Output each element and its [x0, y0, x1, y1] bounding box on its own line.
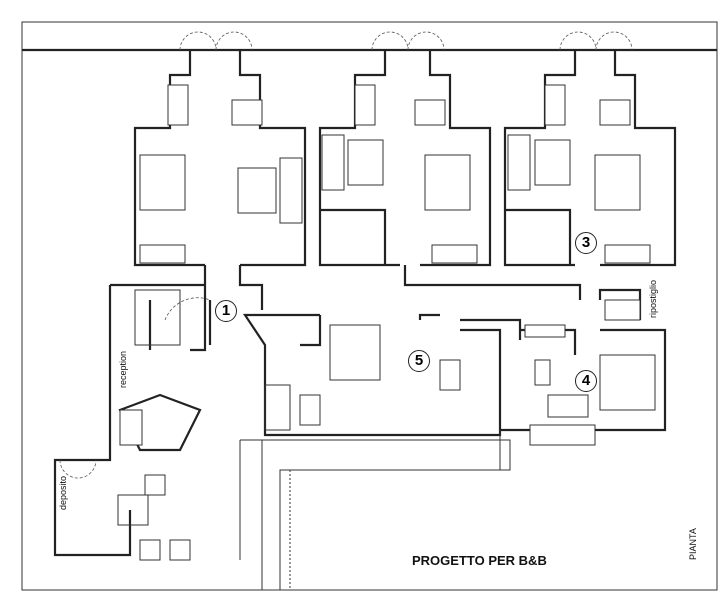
project-title: PROGETTO PER B&B — [412, 553, 547, 568]
sheet-border — [21, 21, 718, 591]
unit-3 — [503, 50, 677, 267]
reception-area — [53, 265, 212, 561]
bathroom — [264, 384, 291, 431]
label-ripostiglio: ripostiglio — [648, 279, 658, 318]
unit-number-5: 5 — [408, 350, 430, 372]
unit-4 — [460, 299, 667, 446]
sheet-label: PIANTA — [688, 528, 698, 560]
top-entrance-doors — [179, 31, 633, 51]
corridor-walls — [238, 265, 642, 320]
unit-number-3: 3 — [575, 232, 597, 254]
wardrobe — [139, 244, 186, 264]
armchair — [144, 474, 166, 496]
sofa — [529, 424, 596, 446]
kitchenette — [167, 84, 189, 126]
unit-2 — [318, 50, 492, 267]
double-bed — [139, 154, 186, 211]
unit-5 — [242, 313, 502, 437]
unit-number-4: 4 — [575, 370, 597, 392]
double-bed — [599, 354, 656, 411]
reception-desk — [119, 409, 143, 446]
courtyard — [239, 430, 717, 591]
rug — [347, 139, 384, 186]
unit-1 — [133, 50, 307, 267]
double-bed — [329, 324, 381, 381]
rug — [237, 167, 277, 214]
stairs — [117, 494, 149, 526]
sofa — [279, 157, 303, 224]
sofa — [321, 134, 345, 191]
label-deposito: deposito — [58, 475, 68, 510]
dining-table — [231, 99, 263, 126]
ripostiglio-shelf — [604, 299, 641, 321]
unit-number-1: 1 — [215, 300, 237, 322]
label-reception: reception — [118, 350, 128, 388]
double-bed — [424, 154, 471, 211]
